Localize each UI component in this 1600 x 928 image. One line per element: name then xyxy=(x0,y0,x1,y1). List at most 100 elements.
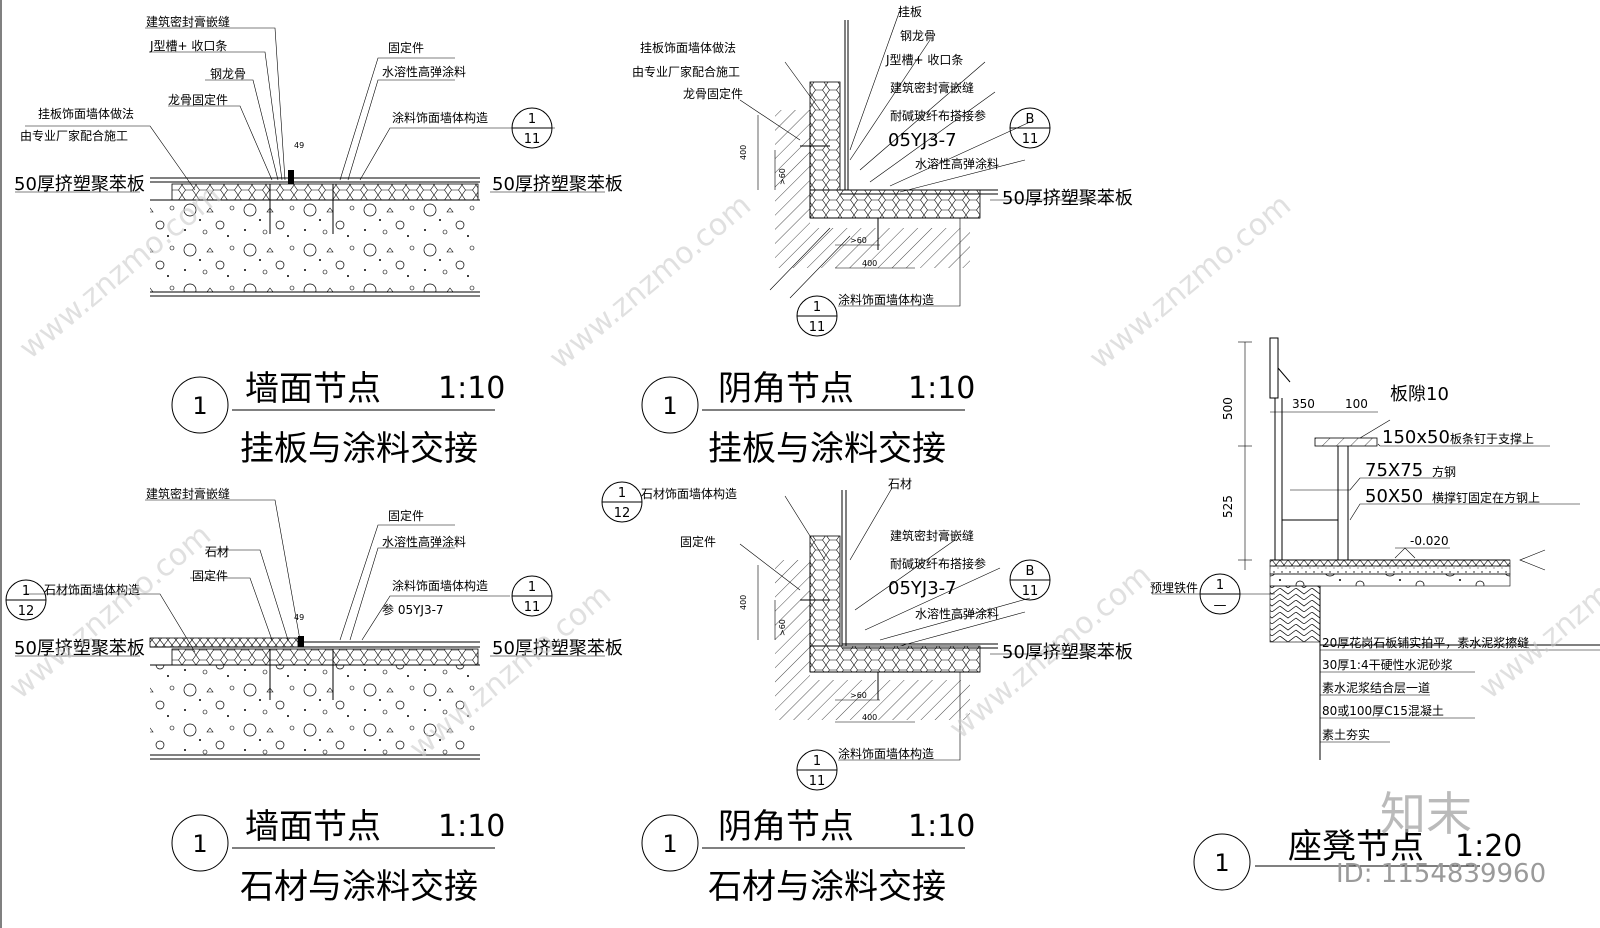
d4-label-sealant: 建筑密封膏嵌缝 xyxy=(890,528,974,543)
d5-label-slat: 150x50 xyxy=(1382,427,1450,448)
svg-text:49: 49 xyxy=(294,613,304,622)
d5-section-ref: 1 — xyxy=(1199,573,1241,615)
d5-label-embed: 预埋铁件 xyxy=(1150,581,1198,595)
svg-text:400: 400 xyxy=(739,145,748,160)
d4-subtitle: 石材与涂料交接 xyxy=(708,867,946,907)
d1-label-sealant: 建筑密封膏嵌缝 xyxy=(146,14,230,29)
svg-text:11: 11 xyxy=(524,600,541,615)
d4-label-paint: 水溶性高弹涂料 xyxy=(915,606,999,621)
svg-text:1: 1 xyxy=(528,112,536,127)
svg-text:11: 11 xyxy=(524,132,541,147)
svg-text:www.znzmo.com: www.znzmo.com xyxy=(543,188,758,377)
svg-text:12: 12 xyxy=(18,604,35,619)
detail-5-bench: 500 525 350 100 -0.020 xyxy=(1150,337,1600,891)
svg-text:1: 1 xyxy=(618,486,626,501)
svg-text:1: 1 xyxy=(1216,578,1224,593)
svg-text:350: 350 xyxy=(1292,397,1315,411)
detail-2-inside-corner-panel: 400 >60 >60 400 挂板 钢龙骨 J型槽+ 收口条 建筑密封膏嵌缝 … xyxy=(632,5,1133,469)
d4-title-block: 1 阴角节点 1:10 石材与涂料交接 xyxy=(641,807,975,907)
d3-label-fixer2: 固定件 xyxy=(388,508,424,523)
d1-label-eps-left: 50厚挤塑聚苯板 xyxy=(14,174,145,195)
detail-4-inside-corner-stone: 400 >60 >60 400 石材 石材饰面墙体构造 固定件 建筑密封膏嵌缝 … xyxy=(601,477,1133,907)
svg-text:400: 400 xyxy=(862,259,877,268)
d1-title: 墙面节点 xyxy=(245,369,381,409)
d2-scale: 1:10 xyxy=(908,371,975,406)
watermark-brand: 知末 xyxy=(1380,787,1472,841)
d3-label-fixer1: 固定件 xyxy=(192,568,228,583)
d1-dim-49: 49 xyxy=(294,141,304,150)
svg-text:400: 400 xyxy=(739,595,748,610)
svg-text:525: 525 xyxy=(1221,495,1235,518)
d3-label-sealant: 建筑密封膏嵌缝 xyxy=(146,486,230,501)
d5-title: 座凳节点 xyxy=(1288,827,1424,867)
d5-layer-3: 素水泥浆结合层一道 xyxy=(1322,680,1430,695)
svg-text:www.znzmo.com: www.znzmo.com xyxy=(1473,518,1600,707)
d5-layer-5: 素土夯实 xyxy=(1322,727,1370,742)
d1-label-paint-wall: 涂料饰面墙体构造 xyxy=(392,110,488,125)
svg-text:12: 12 xyxy=(614,506,631,521)
d3-section-ref: 1 11 xyxy=(511,575,553,617)
d5-label-tube75-note: 方钢 xyxy=(1432,464,1456,479)
d2-label-panel: 挂板 xyxy=(898,5,922,19)
d1-label-paint: 水溶性高弹涂料 xyxy=(382,64,466,79)
svg-text:1: 1 xyxy=(528,580,536,595)
d1-label-fixer: 固定件 xyxy=(388,40,424,55)
d4-label-mesh: 耐碱玻纤布搭接参 xyxy=(890,556,986,571)
d2-label-sealant: 建筑密封膏嵌缝 xyxy=(890,80,974,95)
d2-label-std: 05YJ3-7 xyxy=(888,130,957,151)
d2-title: 阴角节点 xyxy=(718,369,854,409)
d1-label-panel-a: 挂板饰面墙体做法 xyxy=(38,106,134,121)
d3-label-std: 参 05YJ3-7 xyxy=(382,602,444,617)
d3-label-eps-left: 50厚挤塑聚苯板 xyxy=(14,638,145,659)
d2-label-paint-wall: 涂料饰面墙体构造 xyxy=(838,292,934,307)
d5-label-gap: 板隙10 xyxy=(1390,384,1449,405)
d2-subtitle: 挂板与涂料交接 xyxy=(708,429,946,469)
d5-level: -0.020 xyxy=(1410,534,1449,548)
d4-ref-b: B 11 xyxy=(1009,559,1051,601)
svg-text:—: — xyxy=(1214,598,1227,613)
d2-section-ref: 1 11 xyxy=(796,295,838,337)
d2-label-panel-b: 由专业厂家配合施工 xyxy=(632,64,740,79)
d2-label-steel: 钢龙骨 xyxy=(900,29,936,43)
d1-label-keel-fix: 龙骨固定件 xyxy=(168,92,228,107)
d2-label-keel-fix: 龙骨固定件 xyxy=(683,86,743,101)
d1-label-eps-right: 50厚挤塑聚苯板 xyxy=(492,174,623,195)
svg-text:B: B xyxy=(1026,112,1035,127)
svg-text:400: 400 xyxy=(862,713,877,722)
svg-text:>60: >60 xyxy=(778,168,787,185)
d2-label-paint: 水溶性高弹涂料 xyxy=(915,156,999,171)
d4-label-std: 05YJ3-7 xyxy=(888,578,957,599)
d4-scale: 1:10 xyxy=(908,809,975,844)
d3-label-stone-wall: 石材饰面墙体构造 xyxy=(44,582,140,597)
svg-text:1: 1 xyxy=(662,830,677,858)
svg-text:11: 11 xyxy=(809,320,826,335)
d3-subtitle: 石材与涂料交接 xyxy=(240,867,478,907)
d3-scale: 1:10 xyxy=(438,809,505,844)
d3-title-block: 1 墙面节点 1:10 石材与涂料交接 xyxy=(171,807,505,907)
d5-layer-4: 80或100厚C15混凝土 xyxy=(1322,703,1444,718)
d4-label-paint-wall: 涂料饰面墙体构造 xyxy=(838,746,934,761)
svg-text:1: 1 xyxy=(192,392,207,420)
d2-title-block: 1 阴角节点 1:10 挂板与涂料交接 xyxy=(641,369,975,469)
svg-text:1: 1 xyxy=(662,392,677,420)
d1-subtitle: 挂板与涂料交接 xyxy=(240,429,478,469)
d4-ref-left: 1 12 xyxy=(601,481,643,523)
detail-3-wall-joint-stone: 49 建筑密封膏嵌缝 石材 固定件 石材饰面墙体构造 固定件 水溶性高弹涂料 涂… xyxy=(5,486,623,907)
d3-label-eps-right: 50厚挤塑聚苯板 xyxy=(492,638,623,659)
d4-label-fixer: 固定件 xyxy=(680,534,716,549)
d3-ref-left: 1 12 xyxy=(5,579,47,621)
svg-text:1: 1 xyxy=(813,300,821,315)
svg-text:>60: >60 xyxy=(778,619,787,636)
d1-title-block: 1 墙面节点 1:10 挂板与涂料交接 xyxy=(171,369,505,469)
d4-title: 阴角节点 xyxy=(718,807,854,847)
d2-ref-b: B 11 xyxy=(1009,107,1051,149)
d1-label-jchannel: J型槽+ 收口条 xyxy=(149,39,227,53)
d3-label-stone: 石材 xyxy=(205,545,229,559)
d5-title-block: 1 座凳节点 1:20 xyxy=(1193,827,1522,891)
d5-label-tube75: 75X75 xyxy=(1365,460,1423,481)
d5-label-tube50-note: 横撑钉固定在方钢上 xyxy=(1432,490,1540,505)
svg-text:11: 11 xyxy=(809,774,826,789)
svg-text:11: 11 xyxy=(1022,584,1039,599)
svg-text:1: 1 xyxy=(1214,849,1229,877)
d4-label-stone-wall: 石材饰面墙体构造 xyxy=(641,486,737,501)
